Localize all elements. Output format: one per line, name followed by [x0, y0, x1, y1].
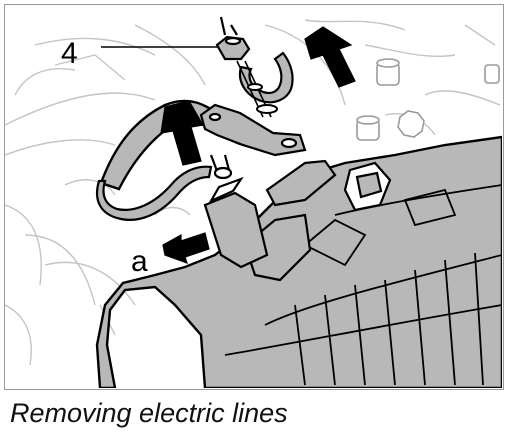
removal-direction-arrows [160, 26, 356, 264]
lower-cable [95, 165, 213, 221]
fastener-clips [356, 58, 500, 141]
exploded-view-illustration: 4 a [5, 16, 502, 388]
electrical-plug [203, 154, 269, 269]
callout-a-label: a [131, 245, 148, 278]
upper-cable-loop [238, 51, 294, 104]
main-housing [95, 135, 502, 388]
mounting-bracket [199, 103, 307, 157]
connector-block [243, 159, 392, 282]
diagram-figure: 4 a [4, 4, 504, 390]
nut-part-4 [215, 16, 251, 61]
housing-ribs [224, 184, 502, 386]
figure-caption: Removing electric lines [10, 398, 288, 428]
washers [247, 83, 278, 114]
callout-4-label: 4 [61, 37, 78, 70]
